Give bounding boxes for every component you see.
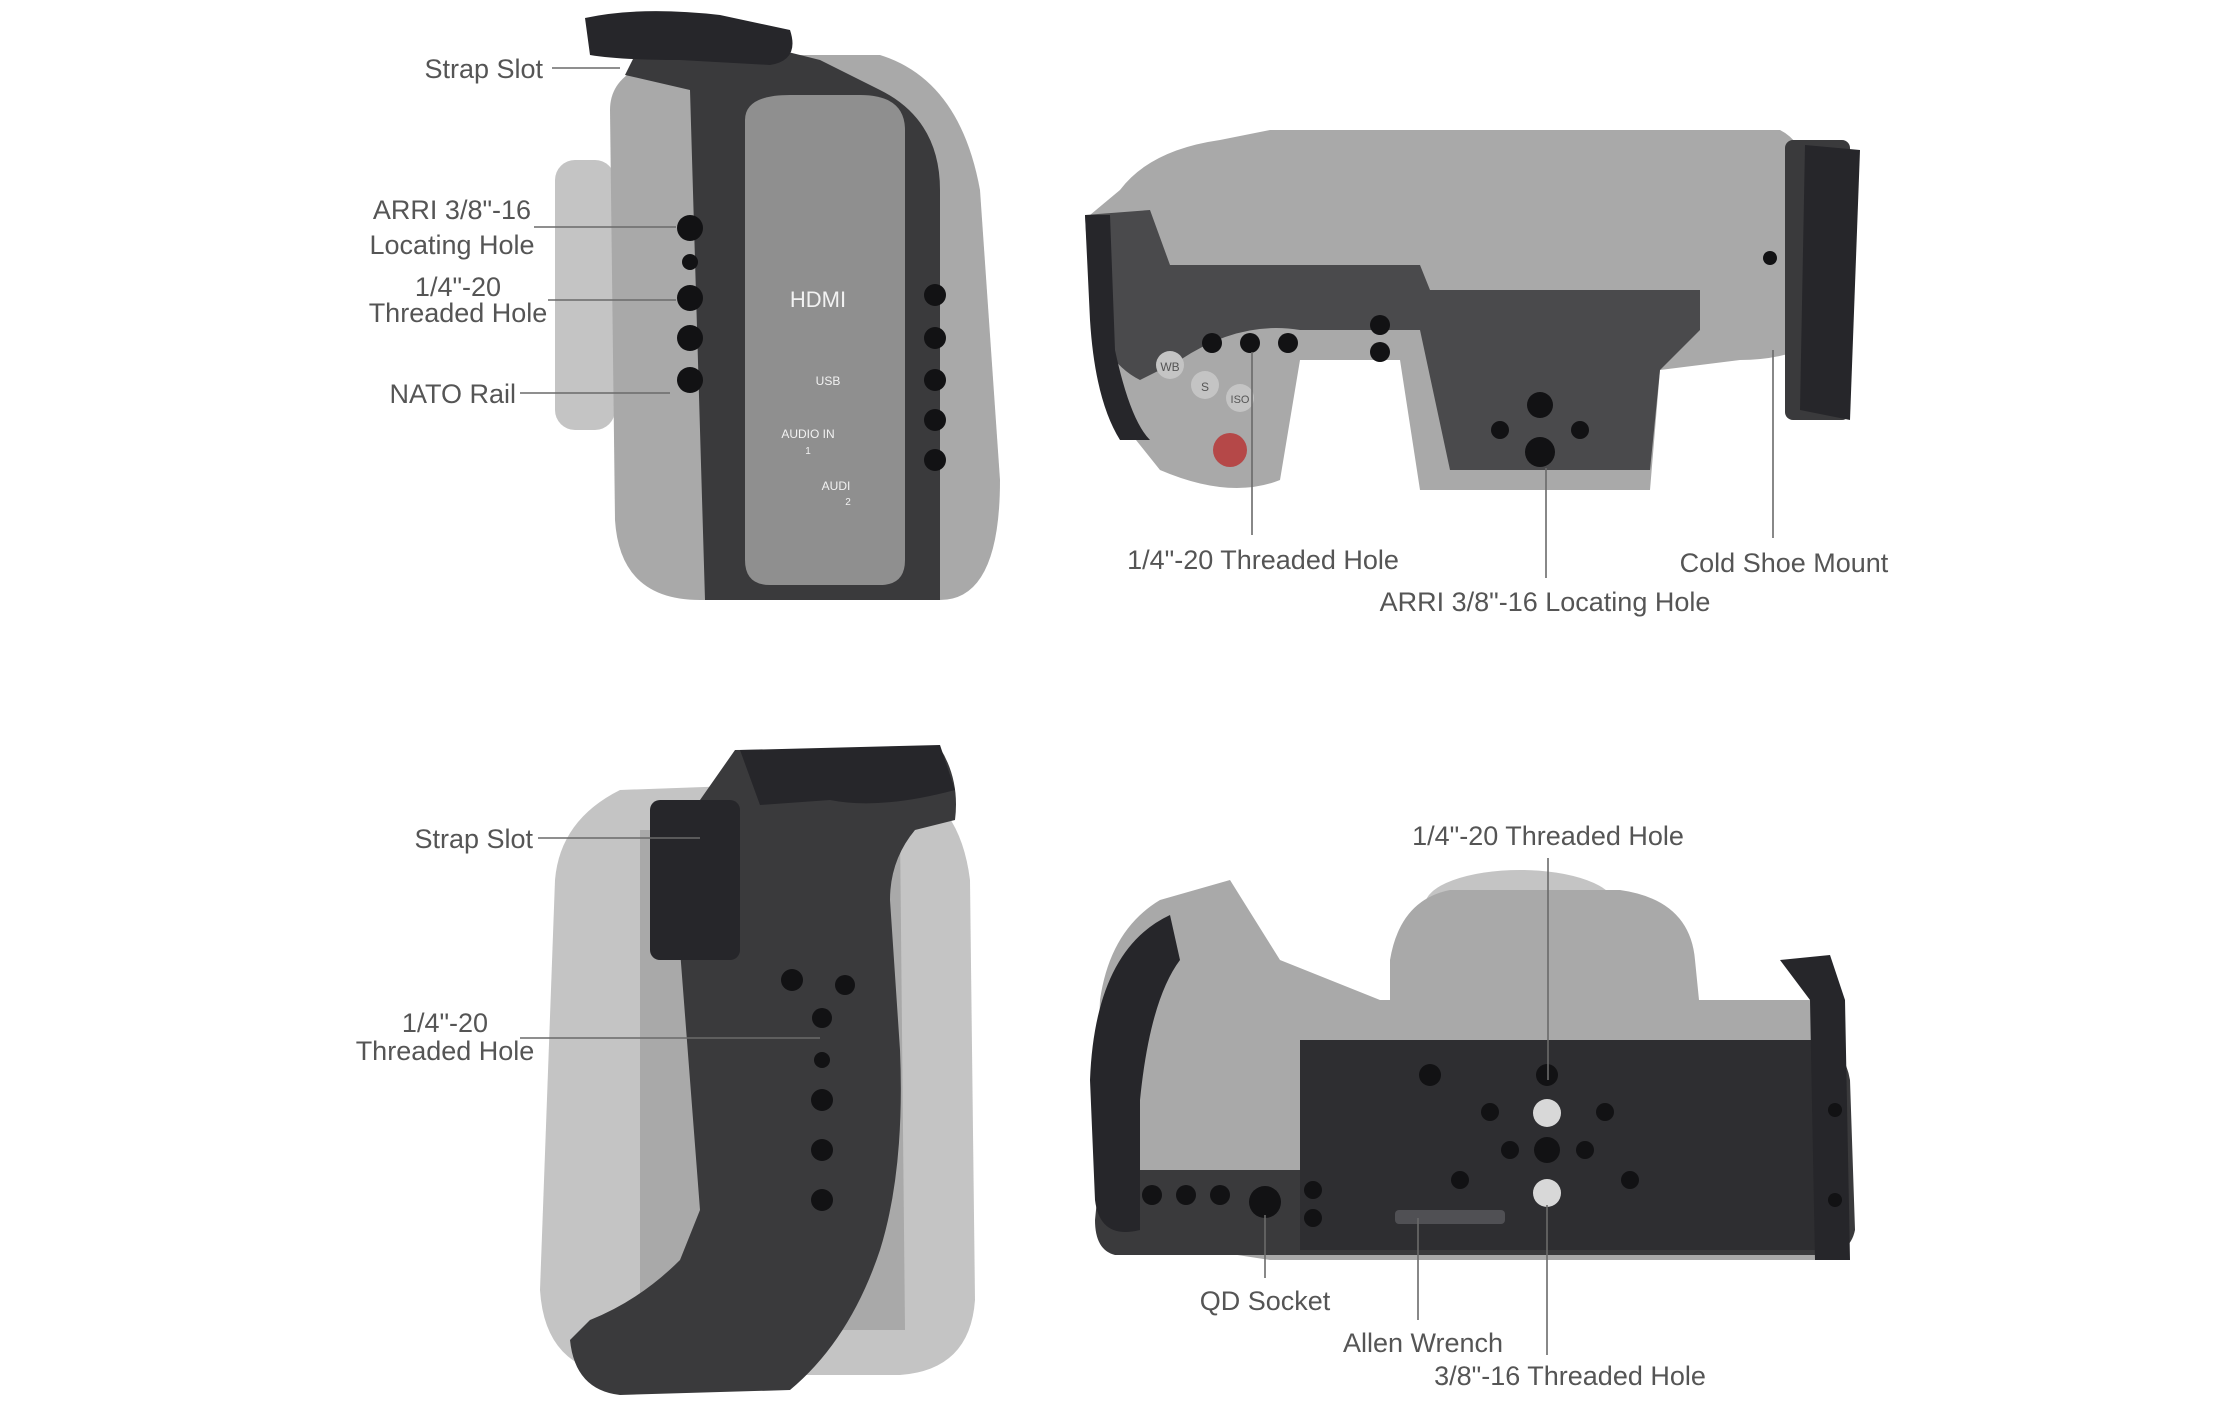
side-hole-column	[677, 215, 703, 393]
nato-rail-label: NATO Rail	[389, 379, 516, 409]
s-button	[1191, 371, 1219, 399]
top-left-handle	[1085, 215, 1150, 440]
bottom-grip-wrap	[1090, 915, 1180, 1232]
audio-in-port-label: AUDIO IN	[781, 427, 834, 441]
audio2-number: 2	[845, 497, 851, 508]
top-arri-label: ARRI 3/8"-16 Locating Hole	[1380, 587, 1711, 617]
wb-button	[1156, 351, 1184, 379]
s-button-label: S	[1201, 380, 1209, 394]
baseplate-inner	[1300, 1040, 1820, 1250]
grip-strap-label: Strap Slot	[414, 824, 533, 854]
thread-label-line1: 1/4"-20	[415, 272, 501, 302]
grip-handle	[570, 748, 956, 1395]
grip-hole-column	[781, 969, 855, 1211]
allen-wrench	[1395, 1210, 1505, 1224]
right-hole-column	[924, 284, 946, 471]
cold-shoe-mount	[1800, 145, 1860, 420]
bottom-hole-pattern	[1142, 1064, 1842, 1227]
bottom-thread-label: 1/4"-20 Threaded Hole	[1412, 821, 1684, 851]
qd-socket-label: QD Socket	[1200, 1286, 1331, 1316]
thread-label-line2: Threaded Hole	[369, 298, 548, 328]
arri-label-line2: Locating Hole	[369, 230, 534, 260]
usb-port-label: USB	[816, 374, 841, 388]
three-eight-label: 3/8"-16 Threaded Hole	[1434, 1361, 1706, 1391]
port-panel	[745, 95, 905, 585]
grip-view: Strap Slot 1/4"-20 Threaded Hole	[356, 745, 975, 1395]
audio-in-number: 1	[805, 446, 811, 457]
cold-shoe-label: Cold Shoe Mount	[1680, 548, 1889, 578]
allen-wrench-label: Allen Wrench	[1343, 1328, 1503, 1358]
strap-slot-label: Strap Slot	[424, 54, 543, 84]
hdmi-port-label: HDMI	[790, 287, 846, 312]
top-hole-row	[1202, 251, 1777, 467]
top-thread-label: 1/4"-20 Threaded Hole	[1127, 545, 1399, 575]
grip-top-plate	[740, 745, 955, 805]
bottom-view: 1/4"-20 Threaded Hole QD Socket Allen Wr…	[1090, 821, 1855, 1391]
strap-slot-handle	[585, 11, 793, 66]
wb-button-label: WB	[1160, 360, 1179, 374]
record-button	[1213, 433, 1247, 467]
audio2-port-label: AUDI	[822, 479, 851, 493]
side-ports-view: HDMI USB AUDIO IN 1 AUDI 2 Strap Slot AR…	[369, 11, 1000, 600]
iso-button-label: ISO	[1231, 394, 1250, 406]
lens-mount	[555, 160, 615, 430]
top-view: WB S ISO 1/4"-20 Threaded Hole ARRI 3/8"…	[1085, 130, 1889, 617]
grip-thread-label-line2: Threaded Hole	[356, 1036, 535, 1066]
grip-thread-label-line1: 1/4"-20	[402, 1008, 488, 1038]
arri-label-line1: ARRI 3/8"-16	[373, 195, 531, 225]
right-bracket	[1780, 955, 1850, 1260]
grip-strap-slot	[650, 800, 740, 960]
iso-button	[1226, 384, 1254, 412]
camera-top-hump	[1390, 890, 1700, 1010]
